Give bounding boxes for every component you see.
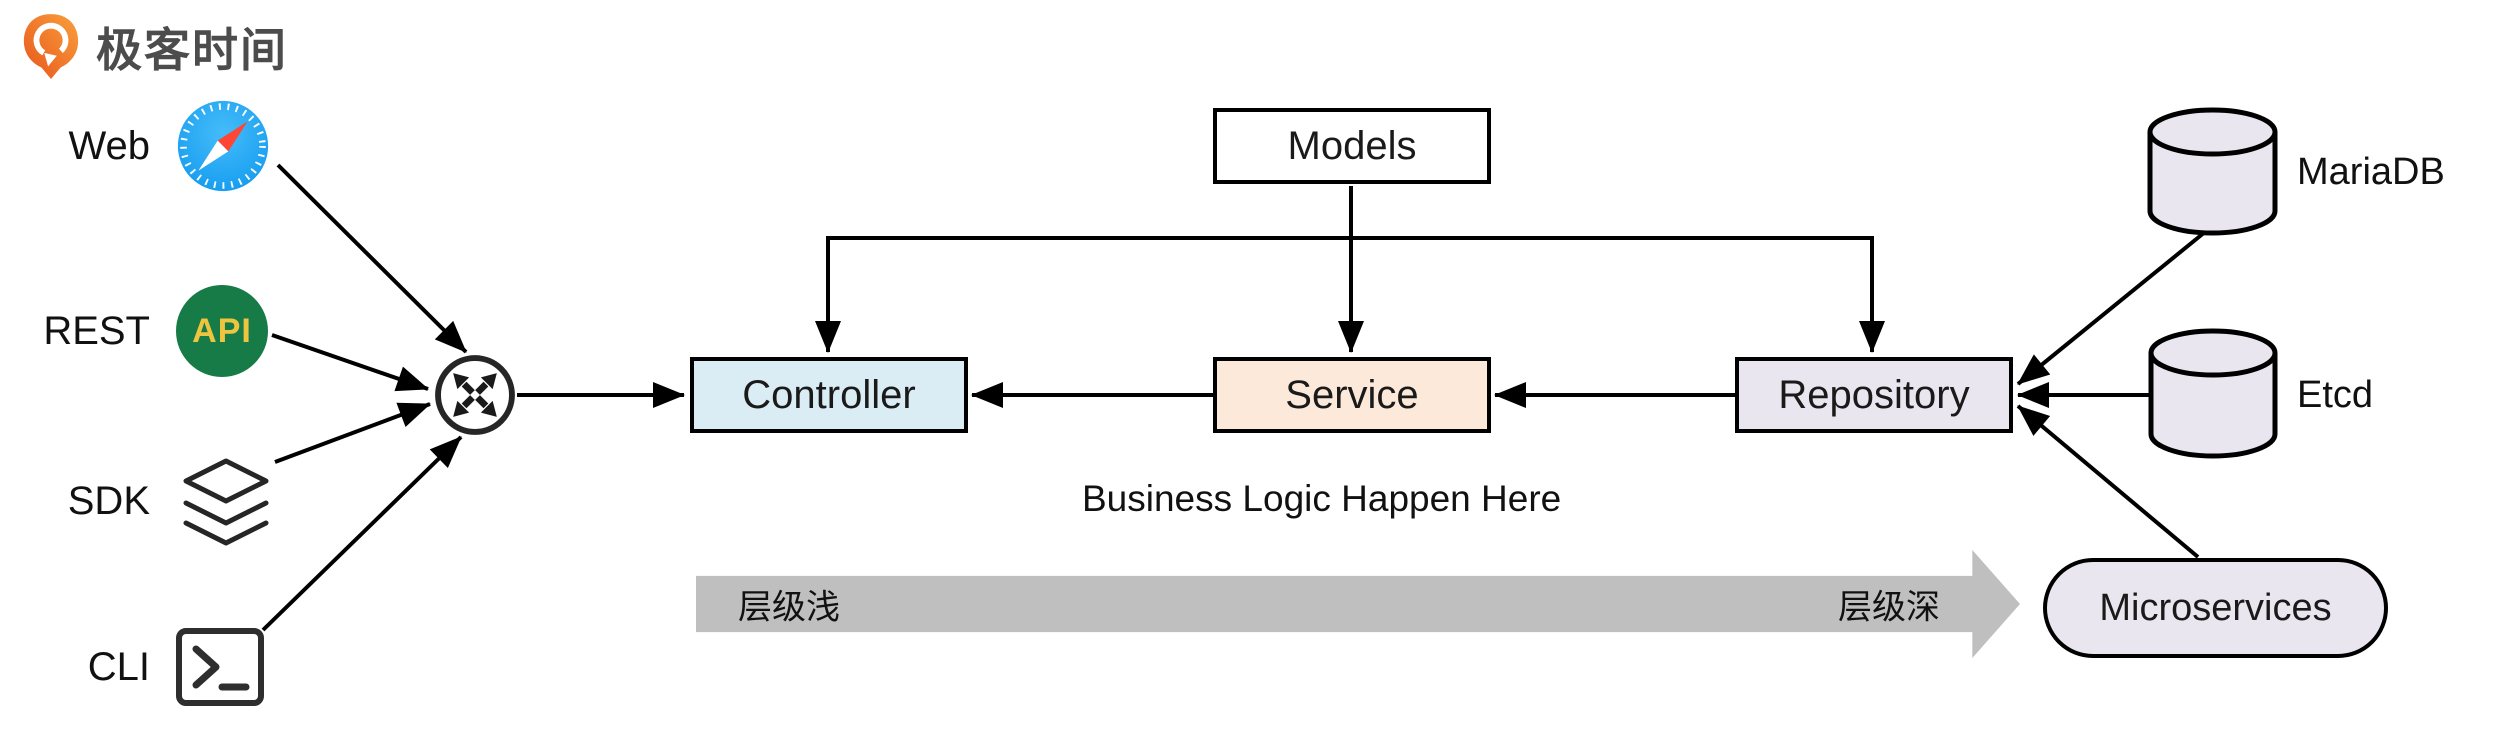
client-rest: REST API <box>40 284 268 378</box>
microservices-label: Microservices <box>2099 586 2332 629</box>
client-web: Web <box>40 99 270 193</box>
brand-logo: 极客时间 <box>20 12 288 82</box>
web-label: Web <box>68 123 150 168</box>
brand-name: 极客时间 <box>96 24 288 76</box>
client-sdk: SDK <box>40 455 276 547</box>
repository-label: Repository <box>1778 372 1970 417</box>
router-icon <box>433 353 517 437</box>
rest-label: REST <box>43 308 150 353</box>
terminal-icon <box>176 628 264 706</box>
mariadb-label: MariaDB <box>2297 151 2445 193</box>
mariadb-database-cylinder-icon <box>2147 107 2278 236</box>
service-box: Service <box>1213 357 1491 433</box>
etcd-label: Etcd <box>2297 374 2374 416</box>
models-label: Models <box>1287 123 1417 168</box>
cli-label: CLI <box>87 644 150 689</box>
repository-box: Repository <box>1735 357 2013 433</box>
sdk-label: SDK <box>67 478 150 523</box>
safari-browser-icon <box>177 100 269 192</box>
etcd-database-cylinder-icon <box>2148 328 2278 459</box>
models-box: Models <box>1213 108 1491 184</box>
business-logic-note: Business Logic Happen Here <box>1082 478 1562 519</box>
layers-stack-icon <box>183 458 269 546</box>
api-badge-icon: API <box>176 285 268 377</box>
depth-shallow-label: 层级浅 <box>738 588 840 627</box>
geektime-logo-icon <box>23 14 79 79</box>
service-label: Service <box>1285 372 1419 417</box>
api-badge-text: API <box>192 311 252 350</box>
microservices-node: Microservices <box>2043 558 2388 658</box>
client-cli: CLI <box>40 627 264 707</box>
controller-label: Controller <box>742 372 916 417</box>
depth-deep-label: 层级深 <box>1838 588 1940 627</box>
controller-box: Controller <box>690 357 968 433</box>
